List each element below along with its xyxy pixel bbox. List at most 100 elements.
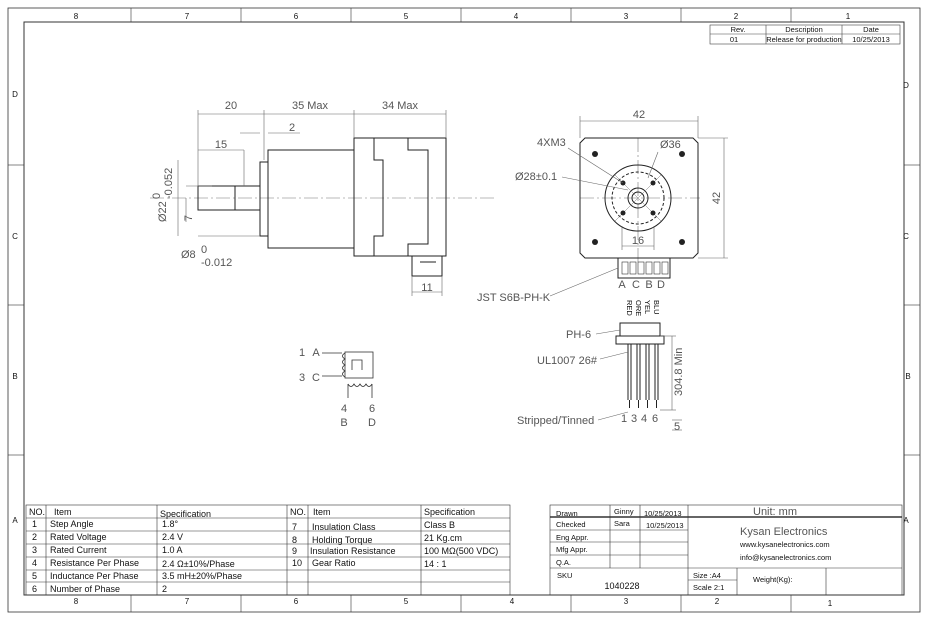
company-website: www.kysanelectronics.com — [739, 540, 830, 549]
spec-row-no: 6 — [32, 584, 37, 594]
sku-number: 1040228 — [604, 581, 639, 591]
spec-row-no: 3 — [32, 545, 37, 555]
title-block: Unit: mm Drawn Ginny 10/25/2013 Checked … — [549, 504, 903, 596]
company-email: info@kysanelectronics.com — [740, 553, 831, 562]
spec-row-value: 2.4 Ω±10%/Phase — [162, 559, 235, 569]
zone-bottom-7: 7 — [185, 597, 190, 606]
revision-number: 01 — [730, 35, 738, 44]
connector-pin-b: B — [645, 279, 652, 291]
dim-height-42: 42 — [711, 192, 723, 204]
connector-label: JST S6B-PH-K — [477, 292, 551, 304]
revision-date: 10/25/2013 — [852, 35, 890, 44]
dim-d28: Ø28±0.1 — [515, 171, 557, 183]
wire-length-label: 304.8 Min — [673, 348, 685, 396]
dim-35-max: 35 Max — [292, 100, 329, 112]
dim-15: 15 — [215, 139, 227, 151]
stripped-label: Stripped/Tinned — [517, 415, 594, 427]
zone-bottom-6: 6 — [294, 597, 299, 606]
unit-label: Unit: mm — [753, 506, 797, 518]
wire-pin-3: 3 — [631, 413, 637, 425]
spec-header-spec-1: Specification — [160, 509, 211, 519]
revision-table: Rev. Description Date 01 Release for pro… — [709, 24, 901, 45]
spec-header-no-1: NO. — [29, 507, 45, 517]
zone-top-3: 3 — [624, 12, 629, 21]
zone-left-c: C — [12, 232, 18, 241]
spec-row-value: Class B — [424, 520, 455, 530]
spec-row-value: 14 : 1 — [424, 559, 447, 569]
zone-left-b: B — [12, 372, 17, 381]
schematic-phase-a: A — [312, 347, 320, 359]
spec-header-no-2: NO. — [290, 507, 306, 517]
spec-row-value: 2.4 V — [162, 532, 183, 542]
zone-bottom-4: 4 — [510, 597, 515, 606]
spec-row-no: 7 — [292, 522, 297, 532]
dim-7: 7 — [183, 215, 195, 221]
spec-row-no: 10 — [292, 558, 302, 568]
spec-row-value: 3.5 mH±20%/Phase — [162, 571, 242, 581]
spec-row-value: 2 — [162, 584, 167, 594]
spec-row-value: 100 MΩ(500 VDC) — [424, 546, 498, 556]
dim-d8: Ø8 — [181, 249, 196, 261]
wire-color-ore: ORE — [634, 300, 643, 316]
schematic-phase-b: B — [340, 417, 347, 429]
spec-row-item: Rated Current — [50, 545, 107, 555]
revision-header-rev: Rev. — [731, 25, 746, 34]
schematic-pin-6: 6 — [369, 403, 375, 415]
drawing-scale: Scale 2:1 — [693, 583, 724, 592]
spec-row-value: 1.0 A — [162, 545, 183, 555]
spec-row-item: Insulation Class — [312, 522, 376, 532]
zone-right-d: D — [903, 81, 909, 90]
motor-front-view: 42 42 4XM3 Ø36 Ø28±0.1 16 A C B D JST S6… — [477, 109, 728, 304]
connector-pin-a: A — [618, 279, 626, 291]
spec-row-no: 5 — [32, 571, 37, 581]
spec-row-item: Insulation Resistance — [310, 546, 396, 556]
spec-row-no: 8 — [292, 535, 297, 545]
motor-side-view: 20 35 Max 34 Max 2 15 7 11 Ø22 0 -0.052 … — [150, 100, 495, 296]
zone-bottom-8: 8 — [74, 597, 79, 606]
dim-width-42: 42 — [633, 109, 645, 121]
zone-top-8: 8 — [74, 12, 79, 21]
title-row-date: 10/25/2013 — [646, 521, 684, 530]
revision-header-description: Description — [785, 25, 823, 34]
spec-row-item: Gear Ratio — [312, 558, 356, 568]
wire-color-blu: BLU — [652, 300, 661, 315]
zone-bottom-5: 5 — [404, 597, 409, 606]
zone-labels: 8 7 6 5 4 3 2 1 8 7 6 5 4 3 2 1 D C B A … — [12, 12, 911, 608]
spec-row-no: 9 — [292, 546, 297, 556]
weight-label: Weight(Kg): — [753, 575, 792, 584]
title-row-label: Drawn — [556, 509, 578, 518]
schematic-phase-c: C — [312, 372, 320, 384]
sheet-size: Size :A4 — [693, 571, 721, 580]
winding-schematic: 1 A 3 C 4 6 B D — [299, 347, 376, 429]
spec-row-item: Inductance Per Phase — [50, 571, 139, 581]
zone-top-6: 6 — [294, 12, 299, 21]
spec-row-item: Step Angle — [50, 519, 94, 529]
zone-top-2: 2 — [734, 12, 739, 21]
spec-table: NO. Item Specification NO. Item Specific… — [25, 504, 511, 596]
dim-20: 20 — [225, 100, 237, 112]
pitch-label: 5 — [674, 421, 680, 433]
spec-row-item: Rated Voltage — [50, 532, 107, 542]
wiring-detail: RED ORE YEL BLU PH-6 UL1007 26# 3 — [517, 300, 685, 433]
schematic-pin-4: 4 — [341, 403, 347, 415]
wire-pin-4: 4 — [641, 413, 647, 425]
dim-d36: Ø36 — [660, 139, 681, 151]
spec-header-item-2: Item — [313, 507, 331, 517]
ph6-label: PH-6 — [566, 329, 591, 341]
zone-left-d: D — [12, 90, 18, 99]
spec-row-value: 21 Kg.cm — [424, 533, 462, 543]
title-row-label: Q.A. — [556, 558, 571, 567]
dim-shaft-diameter: Ø22 — [157, 201, 169, 222]
title-row-label: Mfg Appr. — [556, 545, 588, 554]
dim-2: 2 — [289, 122, 295, 134]
title-row-name: Ginny — [614, 507, 634, 516]
dim-11: 11 — [421, 282, 432, 294]
zone-top-7: 7 — [185, 12, 190, 21]
spec-row-value: 1.8° — [162, 519, 179, 529]
dim-shaft-tol-lower: -0.052 — [163, 168, 175, 199]
zone-left-a: A — [12, 516, 18, 525]
zone-top-4: 4 — [514, 12, 519, 21]
dim-d8-tol-lower: -0.012 — [201, 257, 232, 269]
spec-row-no: 1 — [32, 519, 37, 529]
